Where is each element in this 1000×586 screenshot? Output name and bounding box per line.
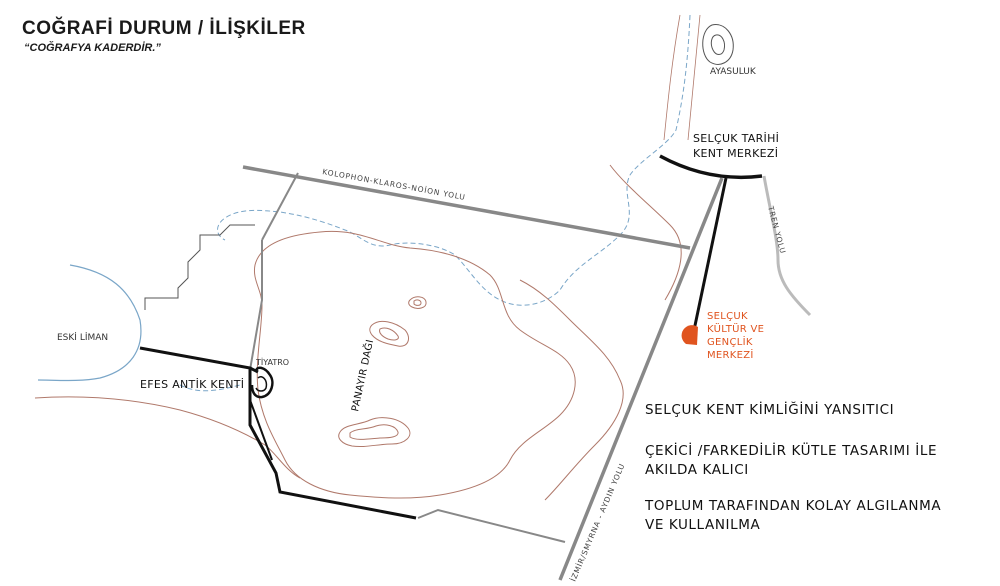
label-izmir-road: İZMİR/SMYRNA - AYDIN YOLU: [569, 462, 627, 583]
west-road: [261, 172, 299, 241]
theatre-shape: [250, 366, 274, 399]
project-marker: [681, 325, 698, 345]
south-road: [417, 508, 566, 543]
project-label-3: GENÇLİK: [707, 335, 753, 348]
statement-attractive-2: AKILDA KALICI: [645, 462, 749, 478]
statement-attractive-1: ÇEKİCİ /FARKEDİLİR KÜTLE TASARIMI İLE: [645, 443, 938, 459]
stream-dashed-lower: [179, 384, 241, 392]
project-label-1: SELÇUK: [707, 311, 748, 322]
contour-outer: [253, 230, 576, 499]
stream-dashed: [217, 14, 691, 306]
contour-hill-3-inner: [349, 424, 399, 440]
contour-west-ridge: [34, 396, 301, 479]
contour-hill-2: [369, 320, 409, 347]
contour-ayasuluk-outer: [702, 24, 734, 65]
label-ayasuluk: AYASULUK: [710, 67, 757, 77]
label-selcuk-center-2: KENT MERKEZİ: [693, 147, 778, 160]
contour-hill-1: [408, 296, 427, 309]
statement-community-2: VE KULLANILMA: [645, 517, 761, 533]
statement-community-1: TOPLUM TARAFINDAN KOLAY ALGILANMA: [645, 498, 942, 514]
label-selcuk-center-1: SELÇUK TARİHİ: [693, 132, 779, 145]
selcuk-center-arc: [659, 154, 763, 180]
contour-hill-3: [338, 417, 411, 448]
theatre-to-south: [249, 399, 273, 461]
project-label-2: KÜLTÜR VE: [707, 322, 764, 335]
efes-connection: [139, 346, 417, 520]
project-label-4: MERKEZİ: [707, 348, 754, 361]
contour-north-east: [609, 164, 682, 301]
contour-ayasuluk-inner: [710, 34, 725, 55]
railway: [762, 175, 812, 317]
izmir-aydin-road: [558, 177, 724, 581]
theatre-inner: [255, 376, 268, 392]
west-road-lower: [249, 240, 263, 371]
connection-line: [691, 177, 728, 336]
label-panayir: PANAYIR DAĞI: [348, 338, 376, 413]
contour-hill-2-inner: [379, 327, 399, 341]
contour-river-bank: [663, 14, 701, 141]
label-tiyatro: TİYATRO: [255, 357, 289, 367]
page-title: COĞRAFİ DURUM / İLİŞKİLER: [22, 18, 306, 39]
label-efes: EFES ANTİK KENTİ: [140, 378, 244, 391]
statement-identity: SELÇUK KENT KİMLİĞİNİ YANSITICI: [645, 402, 895, 418]
old-coastline: [37, 264, 142, 382]
contour-east-ridge: [519, 279, 624, 501]
contour-hill-1-inner: [413, 299, 422, 306]
label-eski-liman: ESKİ LİMAN: [57, 332, 108, 343]
page-subtitle: “COĞRAFYA KADERDİR.”: [24, 42, 161, 54]
kolophon-road: [242, 165, 691, 250]
stepped-boundary: [144, 224, 255, 310]
